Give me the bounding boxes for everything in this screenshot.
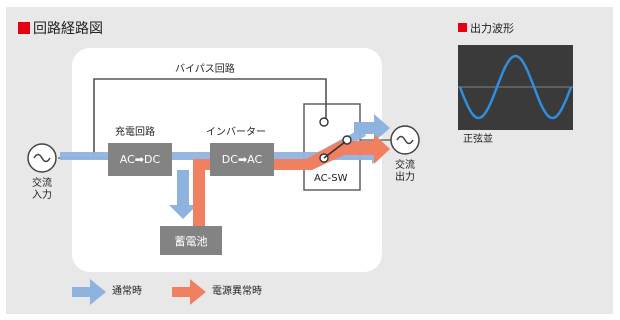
bypass-wire xyxy=(93,78,327,156)
inverter-box: DC➡AC xyxy=(210,143,274,176)
charge-box: AC➡DC xyxy=(108,143,172,176)
battery-box: 蓄電池 xyxy=(160,226,222,255)
title-marker xyxy=(18,22,30,34)
waveform-title-label: 出力波形 xyxy=(470,22,514,35)
waveform-title: 出力波形 xyxy=(458,20,514,36)
input-label: 交流 入力 xyxy=(30,178,54,202)
switch-contact-icon xyxy=(323,141,346,159)
normal-flow-output-arrow xyxy=(354,114,390,142)
output-label-line2: 出力 xyxy=(395,172,415,183)
waveform-display xyxy=(458,45,573,130)
output-label-line1: 交流 xyxy=(395,160,415,171)
ac-output-icon xyxy=(390,125,420,155)
bypass-label: バイパス回路 xyxy=(175,64,235,75)
diagram-title: 回路経路図 xyxy=(18,18,103,38)
charge-circuit-label: 充電回路 xyxy=(115,127,155,138)
bypass-contact-icon xyxy=(319,117,329,127)
sine-wave-icon xyxy=(458,54,573,120)
failure-flow xyxy=(193,134,390,226)
normal-flow-battery-arrow xyxy=(169,170,197,219)
legend-failure-label: 電源異常時 xyxy=(212,286,262,297)
legend-failure-arrow xyxy=(172,279,206,305)
ac-source-icon xyxy=(27,143,57,173)
legend-normal-label: 通常時 xyxy=(112,286,142,297)
legend-normal-arrow xyxy=(72,279,106,305)
waveform-title-text: 出力波形 xyxy=(458,20,514,36)
inverter-label: インバーター xyxy=(206,127,266,138)
output-label: 交流 出力 xyxy=(393,160,417,184)
switch-label: AC-SW xyxy=(314,173,348,184)
diagram-title-text: 回路経路図 xyxy=(33,21,103,37)
waveform-title-marker xyxy=(458,23,467,32)
input-label-line2: 入力 xyxy=(32,190,52,201)
waveform-caption: 正弦並 xyxy=(463,134,493,145)
input-label-line1: 交流 xyxy=(32,178,52,189)
